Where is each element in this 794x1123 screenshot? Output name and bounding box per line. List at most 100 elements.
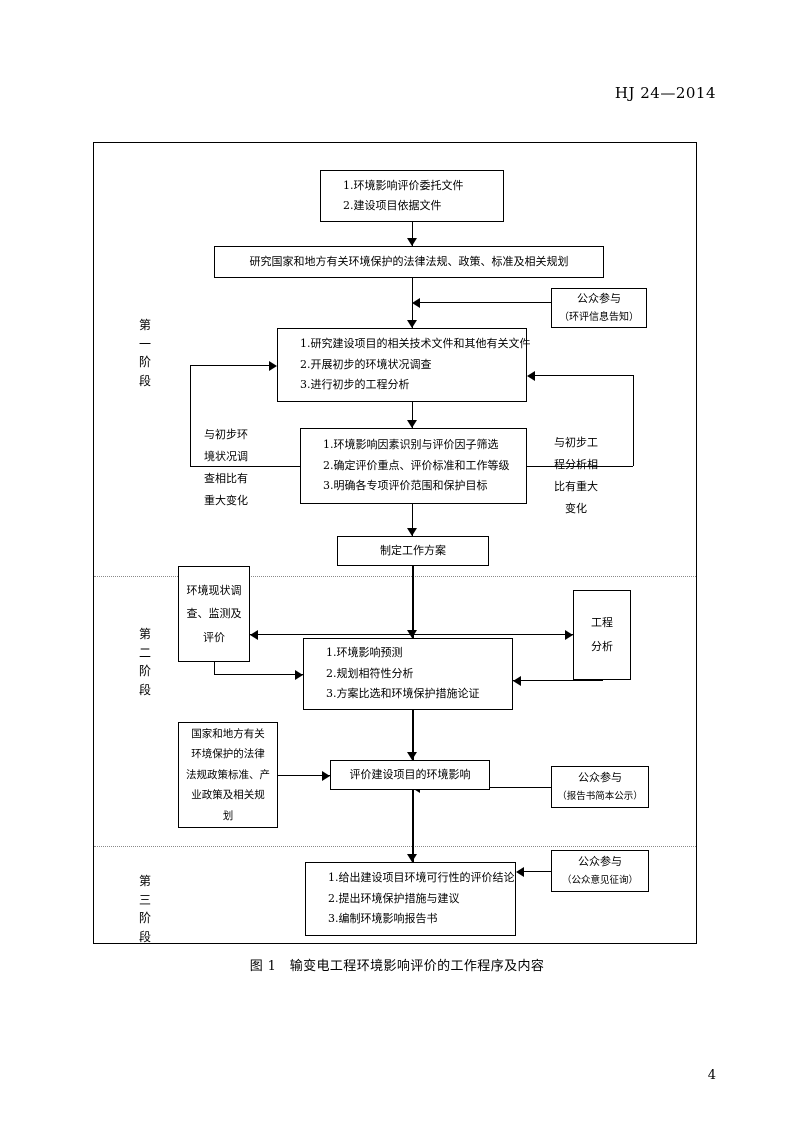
box-line: 3.方案比选和环境保护措施论证	[326, 687, 480, 701]
connector	[420, 302, 551, 303]
box-public-participation-report: 公众参与 （报告书简本公示）	[551, 766, 649, 808]
connector	[412, 222, 413, 246]
box-line: 1.环境影响因素识别与评价因子筛选	[323, 438, 499, 452]
box-line: 评价	[203, 630, 225, 644]
stage-label-char: 段	[138, 929, 151, 944]
page-number: 4	[707, 1068, 716, 1083]
connector	[633, 375, 634, 466]
box-line: 3.进行初步的工程分析	[300, 378, 410, 392]
box-line: 分析	[591, 640, 613, 653]
box-line: 1.环境影响评价委托文件	[343, 178, 464, 192]
side-note-line: 与初步工	[554, 436, 598, 449]
box-line: （公众意见征询）	[561, 875, 638, 887]
connector	[190, 365, 269, 366]
box-line: 2.开展初步的环境状况调查	[300, 357, 432, 371]
box-conclusions: 1.给出建设项目环境可行性的评价结论 2.提出环境保护措施与建议 3.编制环境影…	[305, 862, 516, 936]
box-line: 环境保护的法律	[191, 748, 265, 761]
stage-label-third: 第 三 阶 段	[128, 872, 162, 946]
box-public-participation-notice: 公众参与 （环评信息告知）	[551, 288, 647, 328]
arrow-left-icon	[250, 630, 258, 640]
box-preliminary-work: 1.研究建设项目的相关技术文件和其他有关文件 2.开展初步的环境状况调查 3.进…	[277, 328, 531, 402]
box-line: 法规政策标准、产	[186, 768, 270, 781]
box-line: （报告书简本公示）	[557, 791, 643, 803]
box-line: 公众参与	[577, 291, 621, 305]
connector	[214, 662, 215, 674]
document-standard-code: HJ 24—2014	[614, 84, 716, 102]
box-work-plan: 制定工作方案	[337, 536, 489, 566]
box-line: 2.规划相符性分析	[326, 666, 414, 680]
connector	[535, 375, 633, 376]
box-line: 公众参与	[578, 855, 622, 869]
side-note-line: 变化	[565, 502, 587, 515]
stage-separator-1	[94, 576, 696, 577]
side-note-line: 重大变化	[204, 494, 248, 507]
side-note-line: 比有重大	[554, 480, 598, 493]
arrow-left-icon	[516, 867, 524, 877]
arrow-right-icon	[565, 630, 573, 640]
connector	[412, 710, 414, 760]
box-line: 2.建设项目依据文件	[343, 199, 442, 212]
connector	[190, 466, 300, 467]
connector	[214, 674, 303, 675]
stage-label-char: 段	[138, 373, 151, 388]
arrow-down-icon	[407, 420, 417, 428]
box-line: 2.确定评价重点、评价标准和工作等级	[323, 458, 510, 472]
arrow-left-icon	[513, 676, 521, 686]
box-line: 环境现状调	[186, 584, 242, 598]
stage-label-char: 阶	[138, 355, 151, 370]
stage-label-char: 段	[138, 682, 151, 697]
box-line: 公众参与	[578, 771, 622, 785]
figure-caption: 图 1 输变电工程环境影响评价的工作程序及内容	[249, 959, 545, 974]
box-line: 国家和地方有关	[191, 727, 265, 740]
arrow-left-icon	[412, 298, 420, 308]
connector	[513, 680, 602, 681]
arrow-left-icon	[527, 371, 535, 381]
stage-label-char: 阶	[138, 911, 151, 926]
box-impact-prediction: 1.环境影响预测 2.规划相符性分析 3.方案比选和环境保护措施论证	[303, 638, 513, 710]
stage-label-char: 一	[138, 336, 151, 351]
arrow-down-icon	[407, 752, 417, 760]
side-note-right-loop: 与初步工 程分析相 比有重大 变化	[553, 432, 599, 520]
connector	[412, 566, 414, 638]
connector	[527, 466, 633, 467]
box-engineering-analysis: 工程 分析	[573, 590, 631, 680]
side-note-left-loop: 与初步环 境状况调 查相比有 重大变化	[203, 424, 249, 512]
box-line: 评价建设项目的环境影响	[349, 767, 471, 781]
box-line: 2.提出环境保护措施与建议	[328, 891, 460, 905]
arrow-down-icon	[407, 630, 417, 638]
flowchart-frame	[93, 142, 697, 944]
box-line: 业政策及相关规	[191, 789, 265, 802]
arrow-right-icon	[269, 361, 277, 371]
box-line: 1.给出建设项目环境可行性的评价结论	[328, 871, 515, 885]
stage-label-char: 第	[138, 627, 151, 641]
box-line: 工程	[591, 615, 613, 629]
connector	[190, 365, 191, 466]
box-line: 查、监测及	[186, 607, 242, 621]
connector	[412, 790, 414, 862]
connector	[412, 402, 413, 428]
connector	[412, 504, 413, 536]
box-public-participation-opinion: 公众参与 （公众意见征询）	[551, 850, 649, 892]
side-note-line: 与初步环	[204, 428, 248, 441]
arrow-down-icon	[407, 528, 417, 536]
box-line: 1.研究建设项目的相关技术文件和其他有关文件	[300, 337, 531, 351]
side-note-line: 查相比有	[204, 472, 248, 485]
box-line: 3.明确各专项评价范围和保护目标	[323, 479, 488, 493]
stage-label-char: 第	[138, 874, 151, 888]
side-note-line: 程分析相	[554, 458, 598, 471]
arrow-right-icon	[295, 670, 303, 680]
stage-separator-2	[94, 846, 696, 847]
box-evaluate-project-impact: 评价建设项目的环境影响	[330, 760, 490, 790]
box-study-laws: 研究国家和地方有关环境保护的法律法规、政策、标准及相关规划	[214, 246, 604, 278]
stage-label-char: 三	[138, 892, 151, 907]
side-note-line: 境状况调	[204, 450, 248, 463]
box-line: 研究国家和地方有关环境保护的法律法规、政策、标准及相关规划	[249, 254, 569, 268]
stage-label-char: 阶	[138, 664, 151, 679]
connector	[524, 871, 551, 872]
arrow-down-icon	[407, 238, 417, 246]
box-line: 3.编制环境影响报告书	[328, 912, 438, 926]
arrow-down-icon	[407, 320, 417, 328]
stage-label-first: 第 一 阶 段	[128, 316, 162, 390]
box-factor-identification: 1.环境影响因素识别与评价因子筛选 2.确定评价重点、评价标准和工作等级 3.明…	[300, 428, 527, 504]
